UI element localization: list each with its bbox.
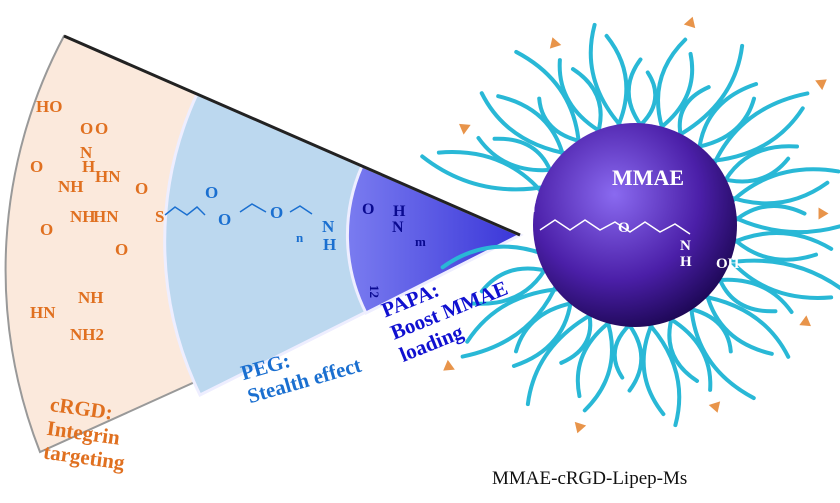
svg-text:n: n bbox=[296, 230, 304, 245]
svg-text:O: O bbox=[95, 119, 108, 138]
polymer-chain bbox=[604, 33, 629, 135]
polymer-chain bbox=[719, 258, 840, 291]
crgd-ligand-tip bbox=[815, 79, 827, 91]
polymer-chain bbox=[723, 252, 834, 300]
svg-text:O: O bbox=[270, 203, 283, 222]
svg-text:H: H bbox=[393, 203, 406, 220]
polymer-chain bbox=[436, 150, 547, 198]
svg-text:H: H bbox=[323, 235, 336, 254]
peg-sector bbox=[163, 92, 524, 398]
svg-text:HO: HO bbox=[36, 97, 62, 116]
polymer-chain bbox=[588, 22, 628, 133]
papa-structure: O H N m 12 bbox=[362, 201, 426, 298]
svg-text:N: N bbox=[680, 238, 691, 254]
polymer-chain bbox=[525, 309, 599, 407]
polymer-chain bbox=[460, 278, 561, 359]
polymer-chain bbox=[709, 91, 810, 172]
svg-text:O: O bbox=[40, 220, 53, 239]
svg-text:N: N bbox=[392, 219, 404, 236]
crgd-ligand-tip bbox=[708, 401, 721, 413]
mmae-structure: N O N H OH bbox=[525, 200, 740, 272]
svg-text:NH: NH bbox=[70, 207, 96, 226]
polymer-chain bbox=[582, 313, 614, 413]
polymer-chain bbox=[641, 315, 666, 417]
svg-text:O: O bbox=[80, 119, 93, 138]
svg-text:OH: OH bbox=[716, 256, 740, 272]
svg-text:N: N bbox=[80, 143, 93, 162]
polymer-chain bbox=[725, 167, 840, 208]
svg-text:N: N bbox=[525, 200, 536, 216]
svg-text:HN: HN bbox=[95, 167, 121, 186]
svg-text:NH2: NH2 bbox=[70, 325, 104, 344]
polymer-chain bbox=[623, 317, 644, 393]
svg-text:S: S bbox=[155, 207, 164, 226]
crgd-ligand-tip bbox=[574, 421, 587, 434]
svg-text:O: O bbox=[135, 179, 148, 198]
crgd-structure: HO O O N H O NH HN O O NH HN O S NH HN N… bbox=[30, 97, 164, 344]
polymer-chain bbox=[440, 244, 547, 270]
polymer-chain bbox=[709, 277, 794, 315]
svg-text:O: O bbox=[30, 157, 43, 176]
crgd-ligand-tip bbox=[443, 359, 455, 371]
svg-text:O: O bbox=[362, 201, 374, 218]
svg-text:m: m bbox=[415, 234, 426, 249]
papa-sector bbox=[345, 164, 524, 316]
svg-text:H: H bbox=[680, 254, 692, 270]
micelle-caption: MMAE-cRGD-Lipep-Ms bbox=[492, 468, 688, 489]
svg-text:N: N bbox=[322, 217, 335, 236]
svg-text:12: 12 bbox=[367, 285, 382, 298]
polymer-chain bbox=[662, 313, 713, 392]
polymer-chain bbox=[680, 305, 733, 354]
polymer-chain bbox=[511, 293, 574, 368]
crgd-ligand-tip bbox=[549, 37, 562, 49]
polymer-chain bbox=[696, 82, 759, 157]
polymer-chain bbox=[470, 261, 551, 306]
svg-text:O: O bbox=[205, 183, 218, 202]
svg-text:HN: HN bbox=[93, 207, 119, 226]
polymer-chain bbox=[688, 299, 756, 401]
polymer-chain bbox=[642, 317, 682, 428]
svg-text:NH: NH bbox=[58, 177, 84, 196]
wedge-edge bbox=[63, 34, 521, 237]
core-label: MMAE bbox=[612, 165, 684, 190]
crgd-ligand-tip bbox=[459, 123, 471, 135]
polymer-chain bbox=[479, 91, 574, 157]
micelle-core bbox=[533, 123, 737, 327]
polymer-chain bbox=[514, 49, 582, 151]
crgd-ligand-tip bbox=[818, 207, 829, 220]
polymer-chain bbox=[703, 106, 805, 164]
crgd-ligand-tip bbox=[799, 315, 811, 327]
peg-structure: O O O n N H bbox=[164, 183, 336, 254]
polymer-chain bbox=[420, 154, 551, 192]
svg-text:O: O bbox=[115, 240, 128, 259]
svg-text:O: O bbox=[218, 210, 231, 229]
polymer-chain bbox=[725, 231, 834, 251]
polymer-chain bbox=[727, 213, 840, 235]
svg-text:NH: NH bbox=[78, 288, 104, 307]
polymer-chain bbox=[537, 96, 590, 145]
polymer-chain bbox=[656, 37, 688, 137]
svg-text:H: H bbox=[82, 157, 95, 176]
polymer-chain bbox=[671, 43, 745, 141]
polymer-chain bbox=[626, 57, 647, 133]
svg-text:HN: HN bbox=[30, 303, 56, 322]
crgd-ligand-tip bbox=[683, 16, 696, 29]
polymer-chain bbox=[557, 58, 608, 137]
polymer-chain bbox=[696, 293, 791, 359]
polymer-chain bbox=[465, 286, 567, 344]
polymer-chain bbox=[719, 144, 800, 189]
polymer-chain bbox=[476, 135, 561, 173]
